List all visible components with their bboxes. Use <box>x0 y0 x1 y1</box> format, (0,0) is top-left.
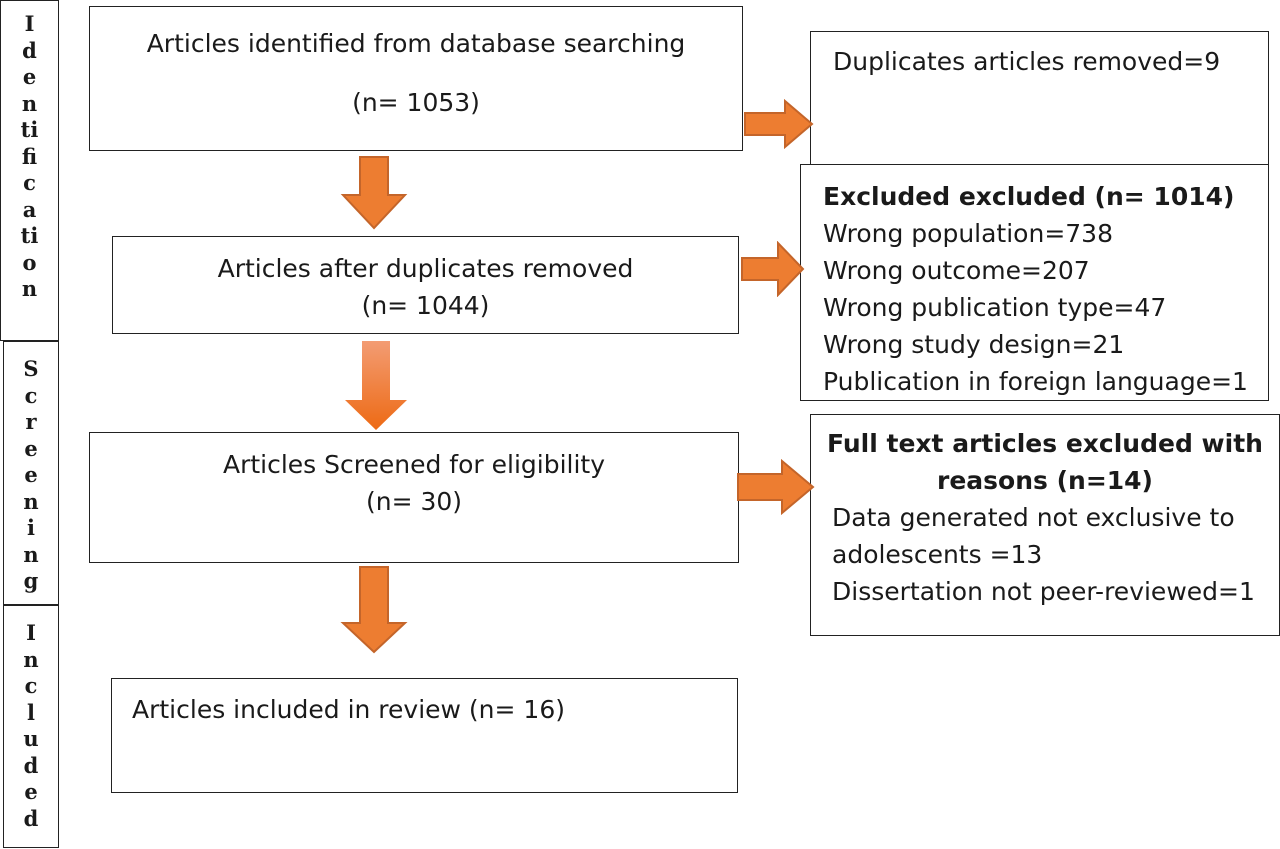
excluded-reason: Wrong publication type=47 <box>823 293 1167 322</box>
duplicates-text: Duplicates articles removed=9 <box>833 47 1221 76</box>
excluded-reason: Wrong population=738 <box>823 219 1113 248</box>
after-duplicates-count: (n= 1044) <box>361 291 490 320</box>
stage-included-letters: I n c l u d e d <box>23 620 39 831</box>
excluded-reason: Wrong study design=21 <box>823 330 1125 359</box>
arrow-down-2 <box>345 341 407 430</box>
box-excluded: Excluded excluded (n= 1014) Wrong popula… <box>800 164 1269 401</box>
stage-included: I n c l u d e d <box>3 605 59 848</box>
arrow-right-1 <box>744 99 814 149</box>
identified-count: (n= 1053) <box>352 88 480 117</box>
arrow-right-3 <box>737 459 815 515</box>
box-fulltext-excluded: Full text articles excluded with reasons… <box>810 414 1280 636</box>
box-articles-identified: Articles identified from database search… <box>89 6 743 151</box>
excluded-reason: Publication in foreign language=1 <box>823 367 1248 396</box>
screened-title: Articles Screened for eligibility <box>222 450 606 479</box>
stage-screening-letters: S c r e e n i n g <box>23 356 39 593</box>
stage-identification: I d e n ti fi c a ti o n <box>0 0 59 341</box>
identified-title: Articles identified from database search… <box>146 29 686 58</box>
box-screened-for-eligibility: Articles Screened for eligibility (n= 30… <box>89 432 739 563</box>
included-text: Articles included in review (n= 16) <box>132 695 565 724</box>
excluded-heading: Excluded excluded (n= 1014) <box>823 182 1235 211</box>
after-duplicates-title: Articles after duplicates removed <box>217 254 634 283</box>
screened-count: (n= 30) <box>365 487 463 516</box>
fulltext-reason: Data generated not exclusive to <box>832 503 1235 532</box>
fulltext-reason: adolescents =13 <box>832 540 1043 569</box>
stage-screening: S c r e e n i n g <box>3 341 59 605</box>
fulltext-heading-line2: reasons (n=14) <box>937 466 1153 495</box>
arrow-right-2 <box>741 241 805 297</box>
arrow-down-3 <box>340 566 408 654</box>
excluded-reason: Wrong outcome=207 <box>823 256 1090 285</box>
box-after-duplicates: Articles after duplicates removed (n= 10… <box>112 236 739 334</box>
fulltext-heading-line1: Full text articles excluded with <box>827 429 1263 458</box>
fulltext-reason: Dissertation not peer-reviewed=1 <box>832 577 1255 606</box>
arrow-down-1 <box>340 156 408 230</box>
box-duplicates-removed: Duplicates articles removed=9 <box>810 31 1269 166</box>
box-articles-included: Articles included in review (n= 16) <box>111 678 738 793</box>
stage-identification-letters: I d e n ti fi c a ti o n <box>20 11 39 301</box>
